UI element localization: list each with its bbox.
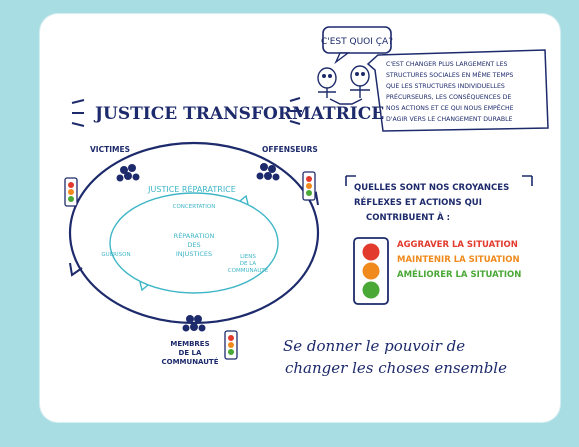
speech-bubble-text: C'EST QUOI ÇA?: [321, 37, 393, 47]
inner-label-left: GUÉRISON: [101, 250, 130, 258]
beliefs-heading: CONTRIBUENT À :: [366, 211, 450, 223]
definition-line: C'EST CHANGER PLUS LARGEMENT LES: [386, 61, 508, 68]
cycle-diagram: VICTIMES OFFENSEURS MEMBRES DE LA COMMUN…: [68, 141, 320, 366]
beliefs-heading: RÉFLEXES ET ACTIONS QUI: [354, 196, 482, 208]
inner-label-top: CONCERTATION: [173, 204, 216, 210]
tagline: changer les choses ensemble: [285, 359, 507, 377]
definition-line: D'AGIR VERS LE CHANGEMENT DURABLE: [386, 116, 513, 123]
definition-box: C'EST CHANGER PLUS LARGEMENT LES STRUCTU…: [366, 49, 549, 132]
beliefs-block: QUELLES SONT NOS CROYANCES RÉFLEXES ET A…: [345, 175, 533, 305]
title-block: JUSTICE TRANSFORMATRICE: [71, 97, 384, 127]
definition-line: NOS ACTIONS ET CE QUI NOUS EMPÊCHE: [386, 103, 514, 112]
maintain-label: MAINTENIR LA SITUATION: [397, 255, 520, 265]
center-label: INJUSTICES: [176, 250, 212, 258]
tagline: Se donner le pouvoir de: [283, 337, 465, 355]
victims-group-icon: [116, 164, 140, 182]
traffic-light-small-icon: [224, 330, 238, 360]
speech-bubble: C'EST QUOI ÇA?: [321, 26, 393, 65]
improve-label: AMÉLIORER LA SITUATION: [397, 268, 521, 280]
inner-label-right: COMMUNAUTÉ: [228, 266, 269, 274]
traffic-light-small-icon: [302, 171, 316, 201]
inner-label-right: DE LA: [240, 261, 257, 267]
page-title: JUSTICE TRANSFORMATRICE: [93, 104, 384, 124]
center-label: DES: [187, 241, 200, 249]
characters-icon: [317, 65, 370, 105]
traffic-light-large-icon: [353, 237, 389, 305]
aggravate-label: AGGRAVER LA SITUATION: [397, 240, 518, 250]
traffic-light-small-icon: [64, 177, 78, 207]
inner-label-right: LIENS: [240, 254, 256, 260]
community-label: MEMBRES: [170, 340, 209, 348]
offenders-group-icon: [256, 163, 280, 181]
community-label: DE LA: [179, 349, 202, 357]
beliefs-heading: QUELLES SONT NOS CROYANCES: [354, 183, 509, 193]
offenders-label: OFFENSEURS: [262, 145, 318, 154]
definition-line: QUE LES STRUCTURES INDIVIDUELLES: [386, 83, 505, 90]
community-label: COMMUNAUTÉ: [161, 357, 218, 366]
restorative-justice-title: JUSTICE RÉPARATRICE: [147, 183, 236, 194]
center-label: RÉPARATION: [174, 231, 215, 240]
definition-line: STRUCTURES SOCIALES EN MÊME TEMPS: [386, 70, 513, 79]
community-group-icon: [182, 315, 206, 332]
definition-line: PRÉCURSEURS, LES CONSÉQUENCES DE: [386, 92, 511, 101]
victims-label: VICTIMES: [90, 145, 130, 154]
